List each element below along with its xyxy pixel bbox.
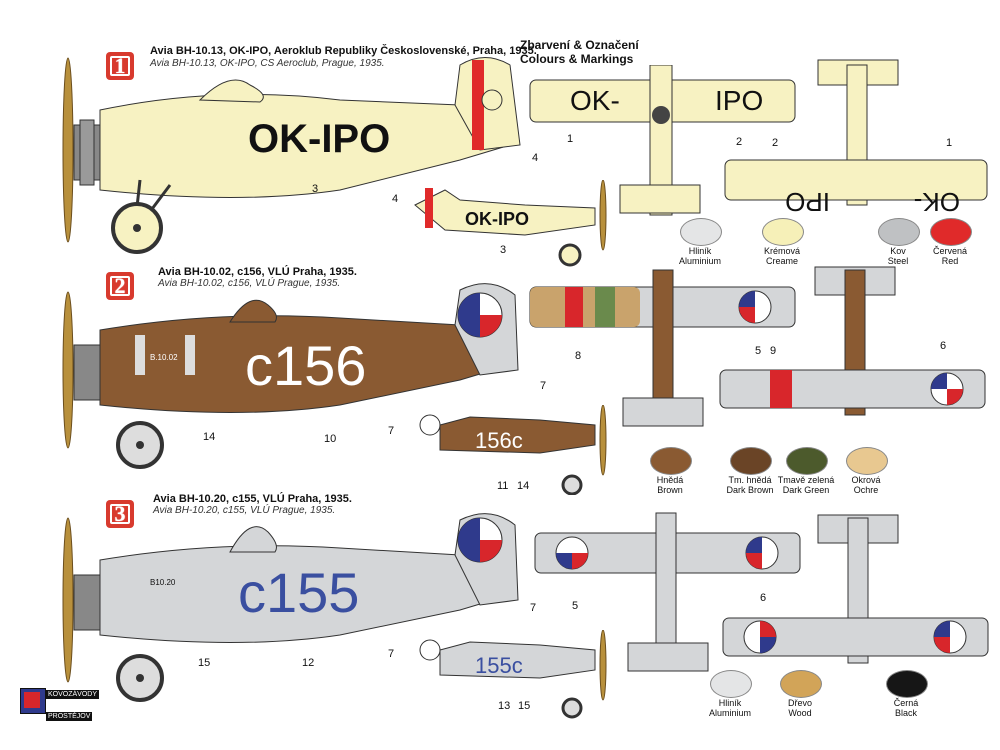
swatch-1-1	[762, 218, 804, 246]
swatch-2-0	[650, 447, 692, 475]
callout-6b: 6	[760, 592, 767, 604]
registration-lower-right: OK-	[914, 187, 960, 217]
title-en-3: Avia BH-10.20, c155, VLÚ Prague, 1935.	[153, 505, 336, 516]
callout-15b: 15	[518, 700, 531, 712]
title-en-1: Avia BH-10.13, OK-IPO, CS Aeroclub, Prag…	[150, 58, 385, 69]
swatch-1-3	[930, 218, 972, 246]
title-cz-2: Avia BH-10.02, c156, VLÚ Praha, 1935.	[158, 266, 357, 278]
title-cz-3: Avia BH-10.20, c155, VLÚ Praha, 1935.	[153, 493, 352, 505]
callout-3a: 3	[312, 183, 319, 195]
aircraft-2-top-view	[529, 269, 796, 427]
callout-7b: 7	[388, 425, 395, 437]
callout-5b: 5	[572, 600, 579, 612]
callout-14a: 14	[203, 431, 216, 443]
callout-1b: 1	[946, 137, 953, 149]
swatch-3-2	[886, 670, 928, 698]
svg-text:OK-IPO: OK-IPO	[465, 209, 529, 229]
code-side-3: c155	[238, 561, 359, 624]
callout-15a: 15	[198, 657, 211, 669]
aircraft-1-side-view: OK-IPO	[62, 57, 521, 254]
title-en-2: Avia BH-10.02, c156, VLÚ Prague, 1935.	[158, 278, 341, 289]
callout-4b: 4	[392, 193, 399, 205]
swatch-1-2	[878, 218, 920, 246]
callout-2b: 2	[772, 137, 779, 149]
stencil-3: B10.20	[150, 578, 176, 587]
manufacturer-logo: KOVOZÁVODY PROSTĚJOV	[20, 688, 100, 732]
swatch-3-1	[780, 670, 822, 698]
aircraft-3-top-view	[534, 512, 801, 672]
callout-5a: 5	[755, 345, 762, 357]
aircraft-2-bottom-view	[719, 266, 986, 416]
aircraft-2-side-view: B.10.02 c156	[62, 283, 519, 469]
title-cz-1: Avia BH-10.13, OK-IPO, Aeroklub Republik…	[150, 45, 537, 57]
callout-2a: 2	[736, 136, 743, 148]
registration-side: OK-IPO	[248, 117, 390, 161]
callout-4a: 4	[532, 152, 539, 164]
callout-12: 12	[302, 657, 315, 669]
aircraft-3-bottom-view	[722, 514, 989, 664]
badge-2: 2	[106, 272, 134, 300]
aircraft-2-side-small: 156c	[419, 405, 607, 495]
callout-3b: 3	[500, 244, 507, 256]
callout-11: 11	[497, 480, 509, 492]
callout-13: 13	[498, 700, 511, 712]
aircraft-3-side-view: B10.20 c155	[62, 513, 519, 702]
swatch-2-1	[730, 447, 772, 475]
badge-3: 3	[106, 500, 134, 528]
stencil-2: B.10.02	[150, 353, 178, 362]
code-side-2: c156	[245, 334, 366, 397]
code-small-3: 155c	[475, 653, 523, 678]
callout-6a: 6	[940, 340, 947, 352]
callout-10: 10	[324, 433, 337, 445]
aircraft-1-top-view: OK- IPO	[529, 65, 796, 216]
callout-14b: 14	[517, 480, 530, 492]
swatch-2-2	[786, 447, 828, 475]
registration-wing-left: OK-	[570, 85, 620, 116]
colours-title-cz: Zbarvení & Označení	[520, 38, 639, 52]
callout-7c: 7	[530, 602, 537, 614]
swatch-3-0	[710, 670, 752, 698]
aircraft-3-side-small: 155c	[419, 630, 607, 719]
callout-1a: 1	[567, 133, 574, 145]
badge-1: 1	[106, 52, 134, 80]
aircraft-1-side-small: OK-IPO	[414, 180, 607, 267]
registration-wing-right: IPO	[715, 85, 763, 116]
aircraft-1-bottom-view: IPO OK-	[724, 59, 988, 217]
callout-7a: 7	[540, 380, 547, 392]
swatch-2-3	[846, 447, 888, 475]
code-small-2: 156c	[475, 428, 523, 453]
callout-7d: 7	[388, 648, 395, 660]
swatch-1-0	[680, 218, 722, 246]
registration-lower-left: IPO	[785, 187, 830, 217]
callout-8: 8	[575, 350, 582, 362]
colours-title-en: Colours & Markings	[520, 52, 634, 66]
callout-9: 9	[770, 345, 777, 357]
